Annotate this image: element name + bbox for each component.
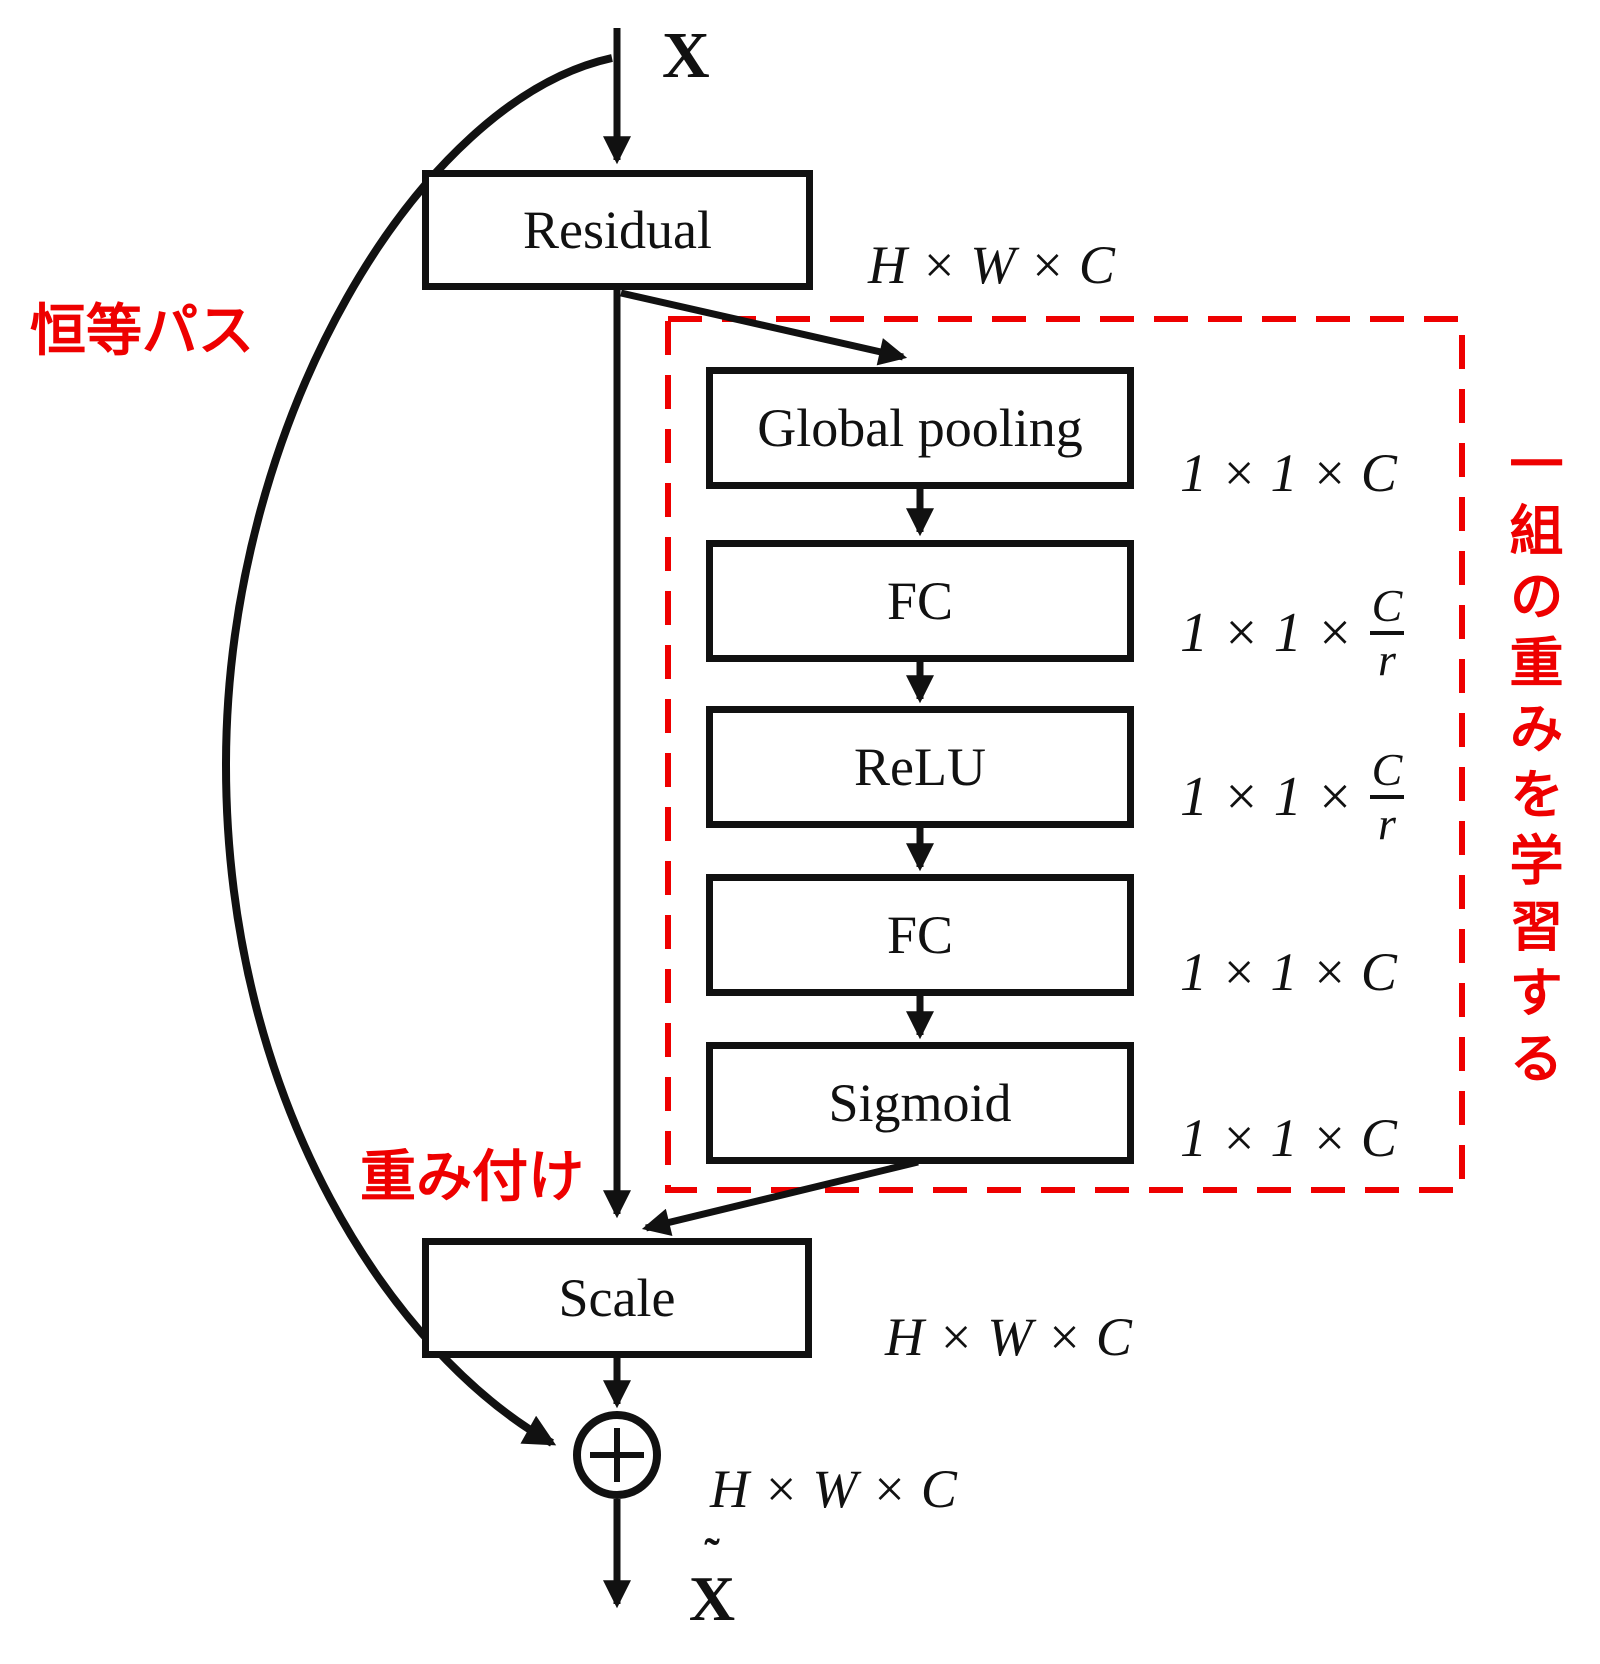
fc1-dim-numerator: C: [1371, 580, 1403, 631]
global-pooling-label: Global pooling: [757, 398, 1083, 458]
global-pooling-box: Global pooling: [706, 367, 1134, 489]
fc2-dim-label: 1 × 1 × C: [1180, 942, 1397, 1002]
sigmoid-label: Sigmoid: [828, 1073, 1012, 1133]
sum-dim-label: H × W × C: [710, 1459, 957, 1519]
fc1-box: FC: [706, 540, 1134, 662]
relu-dim-prefix: 1 × 1 ×: [1180, 766, 1354, 828]
residual-box: Residual: [422, 170, 813, 290]
fc1-dim-prefix: 1 × 1 ×: [1180, 602, 1354, 664]
fc2-box: FC: [706, 874, 1134, 996]
fc2-label: FC: [886, 905, 954, 965]
relu-label: ReLU: [854, 737, 986, 797]
relu-dim-fraction: C r: [1364, 747, 1411, 847]
fc1-dim-denominator: r: [1369, 631, 1404, 683]
scale-box: Scale: [422, 1238, 812, 1358]
relu-dim-denominator: r: [1369, 795, 1404, 847]
scale-dim-label: H × W × C: [885, 1307, 1132, 1367]
scale-box-label: Scale: [558, 1268, 676, 1328]
fc1-dim-fraction: C r: [1364, 583, 1411, 683]
fc1-dim-label: 1 × 1 × C r: [1180, 573, 1410, 693]
identity-path-annotation: 恒等パス: [30, 299, 254, 364]
pooling-dim-label: 1 × 1 × C: [1180, 443, 1397, 503]
relu-box: ReLU: [706, 706, 1134, 828]
residual-dim-label: H × W × C: [868, 235, 1115, 295]
residual-box-label: Residual: [523, 200, 712, 260]
sigmoid-to-scale-arrow: [641, 1158, 919, 1236]
output-label-tilde: ˜: [704, 1529, 720, 1580]
relu-dim-numerator: C: [1371, 744, 1403, 795]
learned-weights-dashed-boundary: [665, 316, 1465, 1193]
relu-dim-label: 1 × 1 × C r: [1180, 737, 1410, 857]
sigmoid-box: Sigmoid: [706, 1042, 1134, 1164]
fc1-label: FC: [886, 571, 954, 631]
residual-to-pooling-arrow: [620, 289, 908, 366]
learn-weights-annotation: 一組の重みを学習する: [1500, 436, 1563, 1096]
output-label-base: X: [688, 1563, 736, 1634]
output-label: ˜ X: [676, 1529, 748, 1634]
sigmoid-dim-label: 1 × 1 × C: [1180, 1108, 1397, 1168]
input-label: X: [662, 19, 710, 92]
weighting-annotation: 重み付け: [360, 1145, 584, 1210]
